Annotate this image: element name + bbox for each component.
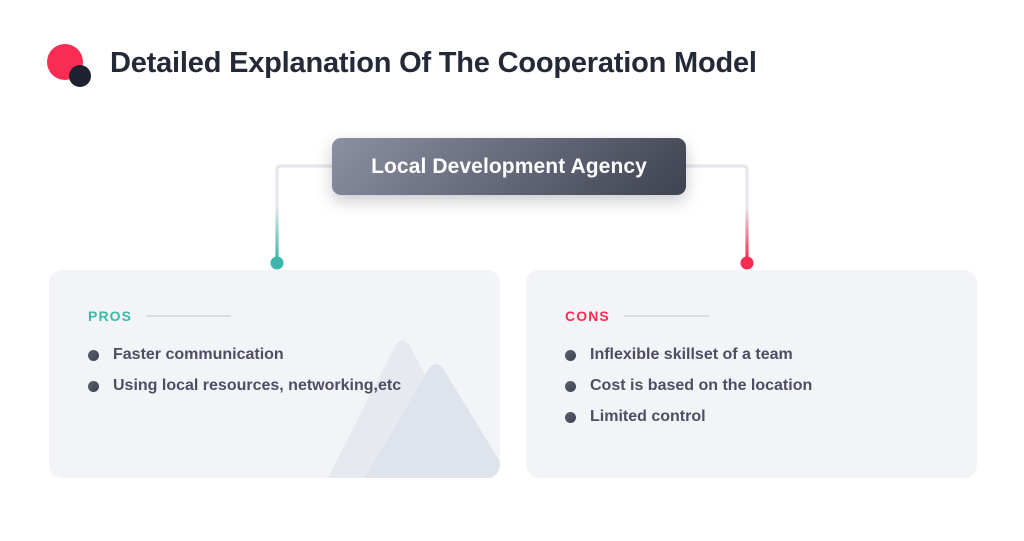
card-cons-heading-row: CONS [565, 308, 977, 324]
bullet-dot-icon [565, 412, 576, 424]
list-item-label: Limited control [590, 408, 706, 426]
list-item-label: Inflexible skillset of a team [590, 346, 793, 363]
card-pros-heading-row: PROS [88, 308, 500, 324]
page-title: Detailed Explanation Of The Cooperation … [110, 47, 757, 79]
bullet-dot-icon [565, 350, 576, 361]
card-pros-heading: PROS [88, 308, 133, 324]
list-item-label: Faster communication [113, 346, 284, 363]
card-pros-content: PROS Faster communication Using local re… [49, 270, 500, 396]
list-item: Limited control [565, 407, 977, 427]
center-node-local-development-agency[interactable]: Local Development Agency [332, 138, 686, 195]
list-item: Cost is based on the location [565, 376, 977, 396]
list-item: Inflexible skillset of a team [565, 345, 977, 365]
list-item: Faster communication [88, 345, 500, 365]
list-item-label: Cost is based on the location [590, 377, 813, 395]
pros-list: Faster communication Using local resourc… [88, 345, 500, 396]
card-cons-heading: CONS [565, 308, 610, 324]
logo-accent-circle-icon [69, 65, 91, 87]
card-cons: CONS Inflexible skillset of a team Cost … [526, 270, 977, 478]
connector-path-right [686, 164, 749, 258]
center-node-label: Local Development Agency [371, 154, 647, 178]
page-header: Detailed Explanation Of The Cooperation … [0, 0, 1024, 120]
connector-dot-icon-left [270, 256, 284, 270]
card-pros: PROS Faster communication Using local re… [49, 270, 500, 478]
list-item: Using local resources, networking,etc [88, 376, 500, 396]
bullet-dot-icon [88, 381, 99, 393]
brand-logo [47, 44, 95, 92]
connector-dot-icon-right [740, 256, 754, 270]
bullet-dot-icon [88, 350, 99, 361]
connector-path-left [275, 164, 332, 258]
card-cons-content: CONS Inflexible skillset of a team Cost … [526, 270, 977, 427]
bullet-dot-icon [565, 381, 576, 393]
heading-rule-divider [146, 315, 232, 317]
list-item-label: Using local resources, networking,etc [113, 377, 402, 395]
heading-rule-divider [623, 315, 709, 317]
cons-list: Inflexible skillset of a team Cost is ba… [565, 345, 977, 427]
